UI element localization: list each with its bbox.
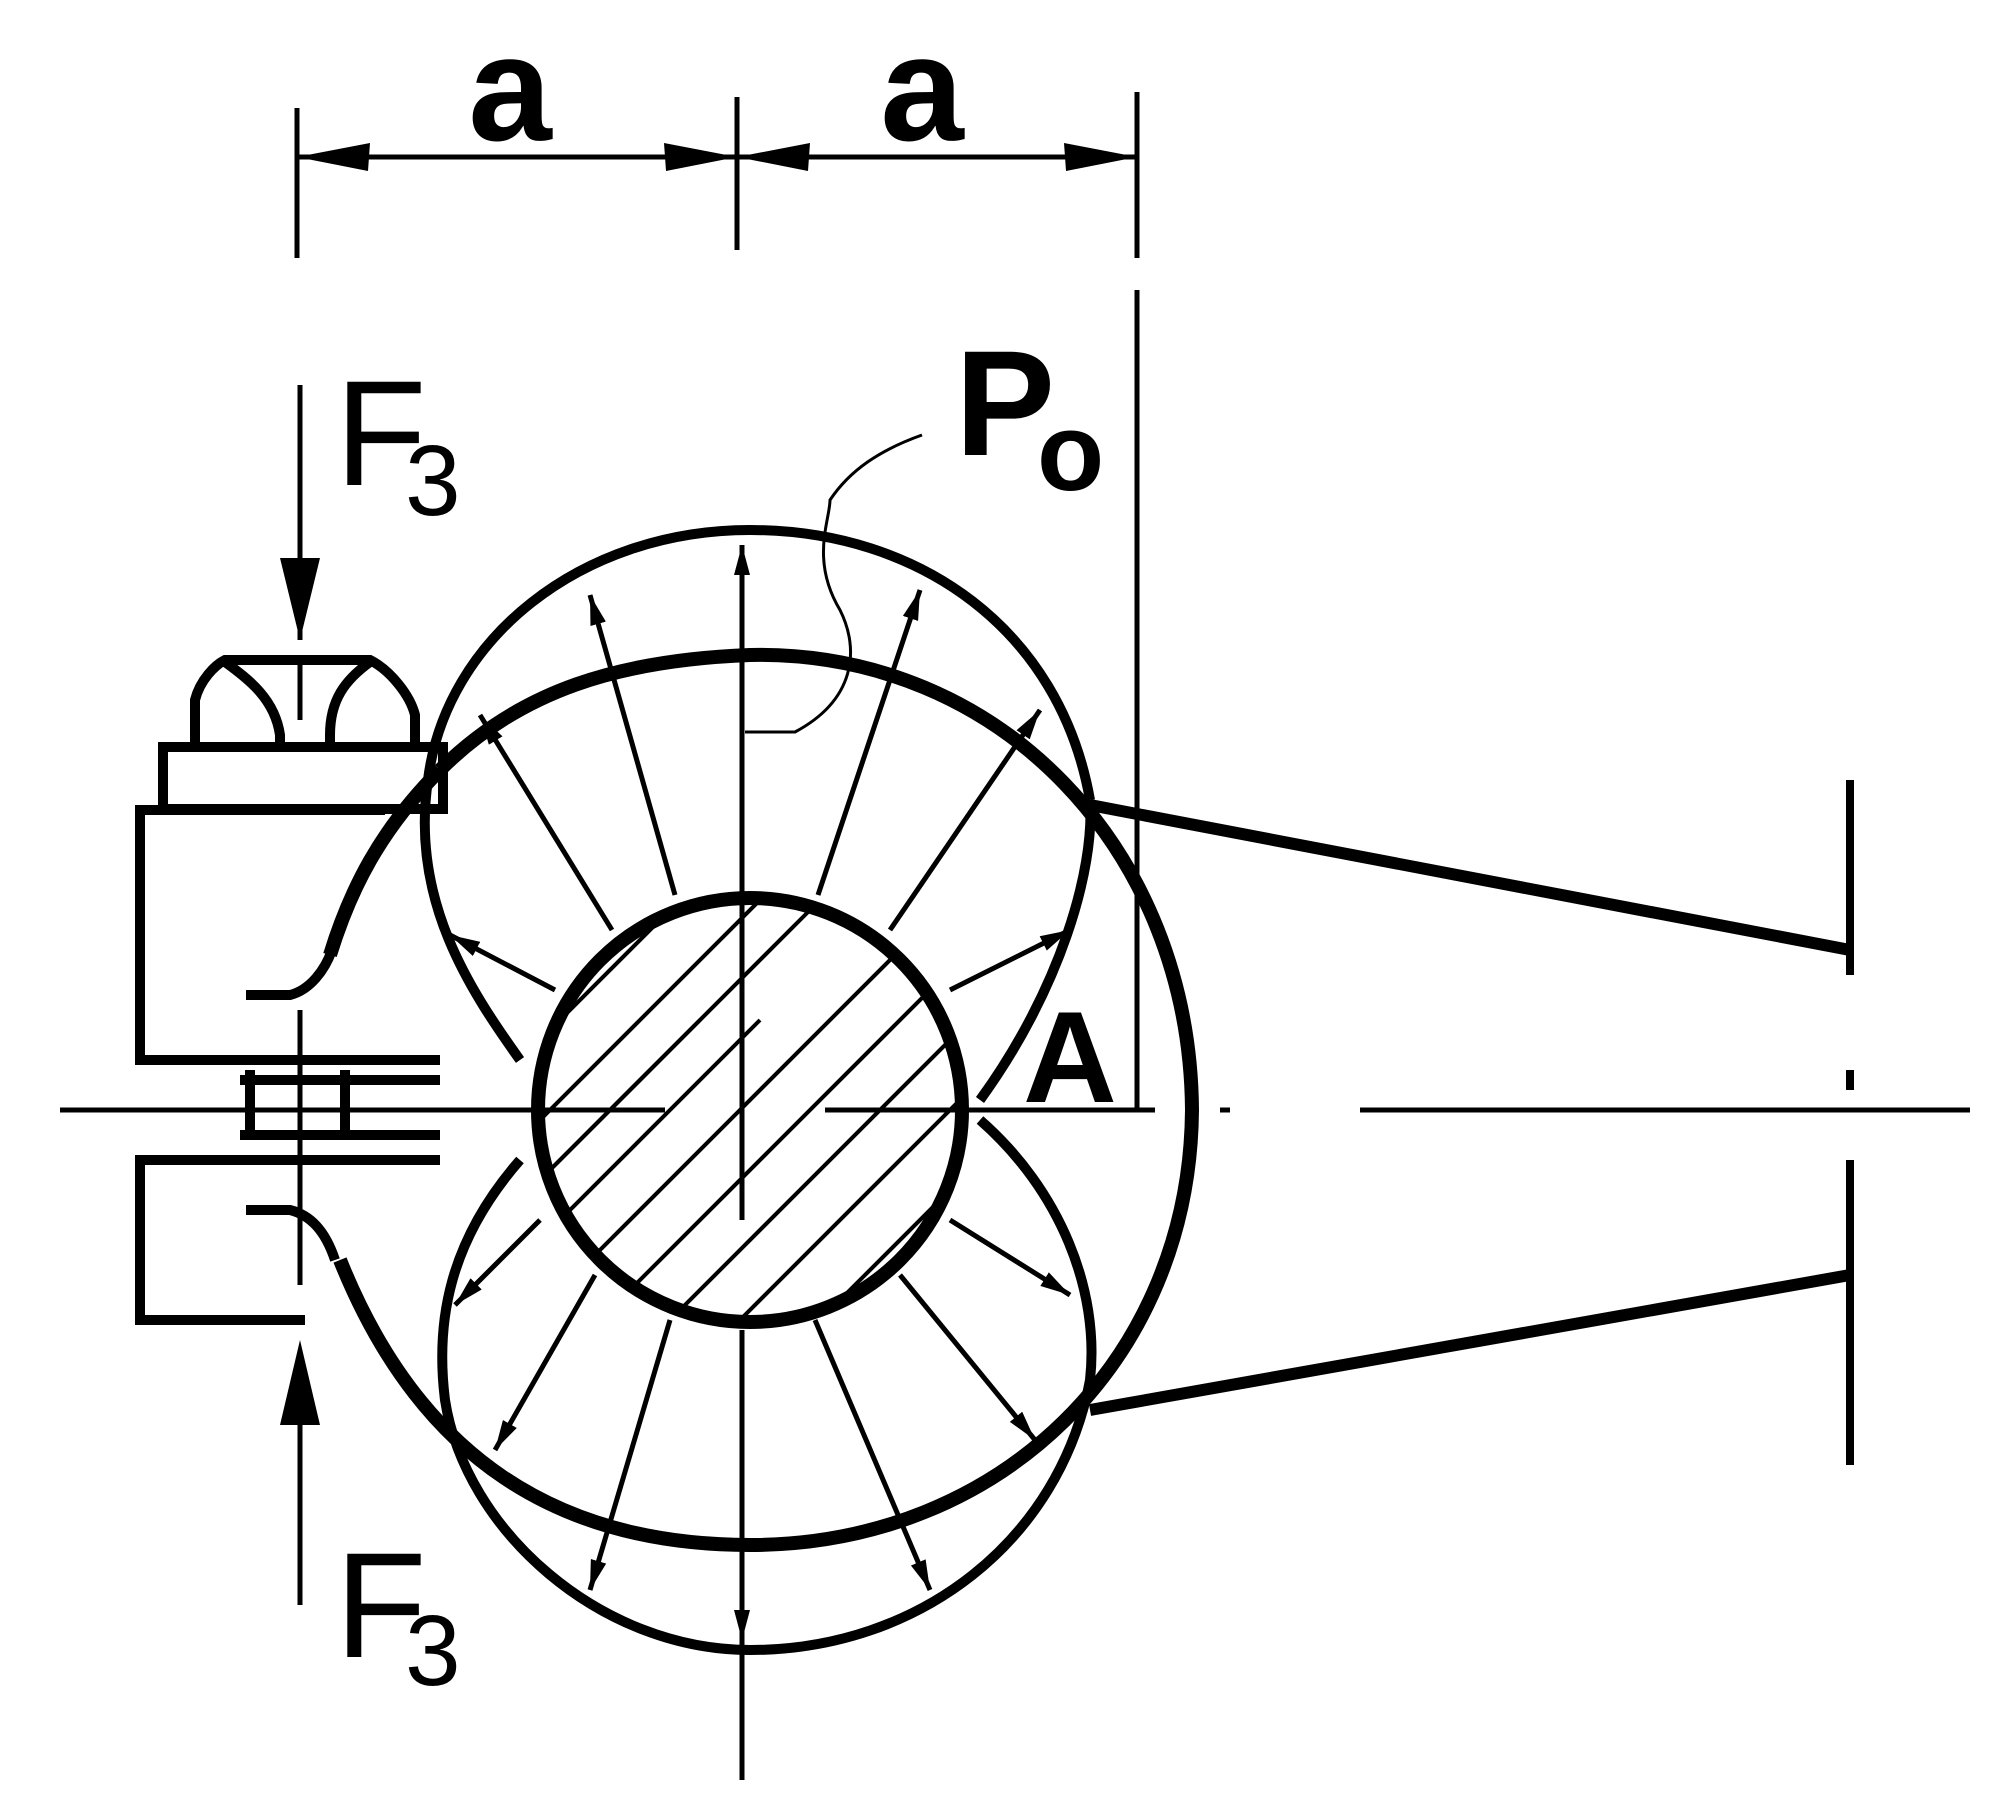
point-label: A xyxy=(1023,984,1117,1130)
dimension-label-right: a xyxy=(880,4,965,172)
connecting-rod-ring xyxy=(333,647,1200,1553)
force-subscript-bottom: 3 xyxy=(405,1595,461,1707)
dimension-label-left: a xyxy=(468,4,553,172)
label-force-bottom: F 3 xyxy=(335,1521,461,1707)
force-label-top: F xyxy=(335,349,427,517)
radial-pressure-arrows xyxy=(448,545,1072,1640)
dimension-lines xyxy=(294,92,1140,258)
pressure-subscript: o xyxy=(1037,391,1104,514)
pressure-leader-line xyxy=(745,433,923,734)
label-force-top: F 3 xyxy=(335,349,461,537)
connecting-rod-shank xyxy=(1088,799,1852,1416)
force-subscript-top: 3 xyxy=(405,425,461,537)
pressure-label: P xyxy=(955,319,1055,487)
force-label-bottom: F xyxy=(335,1521,427,1689)
force-arrow-top xyxy=(280,385,320,720)
bolt-cap-assembly xyxy=(135,655,448,1325)
force-arrow-bottom xyxy=(280,1010,320,1605)
label-pressure: P o xyxy=(955,319,1104,514)
crank-pin xyxy=(531,891,969,1329)
